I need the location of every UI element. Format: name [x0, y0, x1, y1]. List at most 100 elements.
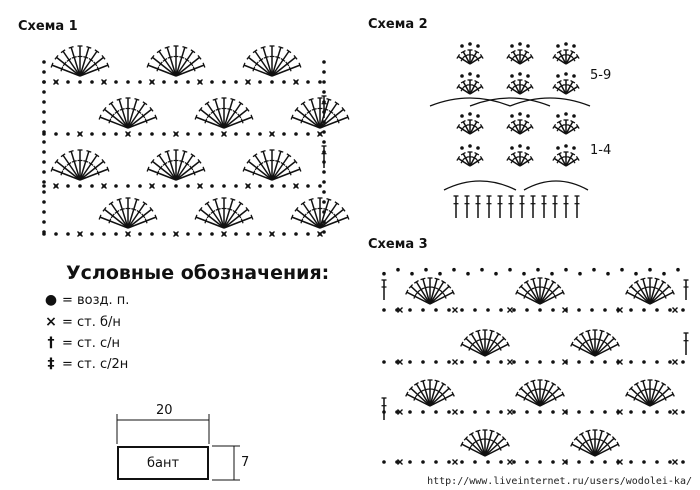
chain-stitch-mark — [162, 132, 166, 136]
double-crochet-mark — [649, 387, 670, 407]
stitch-top — [293, 54, 298, 60]
chain-stitch-mark — [138, 132, 142, 136]
stitch-crossbar — [559, 54, 565, 58]
stitch-crossbar — [167, 56, 173, 59]
stitch-top — [198, 206, 203, 212]
single-crochet-mark — [397, 459, 403, 465]
stitch-crossbar — [300, 118, 304, 124]
double-crochet-mark — [469, 153, 478, 167]
chain-stitch-mark — [668, 410, 672, 414]
double-crochet-mark — [519, 51, 528, 65]
chain-stitch-mark — [460, 74, 464, 78]
double-crochet-mark — [571, 443, 596, 457]
stitch-top — [308, 97, 314, 101]
stitch-top — [146, 62, 150, 68]
stitch-top — [506, 441, 510, 447]
chain-stitch-mark — [258, 132, 262, 136]
stitch-top — [242, 166, 246, 172]
double-crochet-mark — [507, 85, 521, 95]
chain-stitch-mark — [210, 80, 214, 84]
stitch-crossbar — [66, 161, 72, 166]
double-crochet-mark — [565, 51, 574, 65]
stitch-crossbar — [119, 108, 125, 111]
double-crochet-mark — [553, 157, 567, 167]
stitch-crossbar — [237, 113, 242, 119]
stitch-crossbar — [254, 61, 259, 67]
single-crochet-mark — [293, 183, 299, 189]
double-crochet-mark — [127, 116, 157, 129]
stitch-top — [552, 155, 557, 161]
stitch-top — [575, 83, 580, 89]
double-crochet-mark — [271, 56, 296, 77]
chain-stitch-mark — [42, 150, 46, 154]
double-crochet-mark — [118, 99, 129, 129]
chain-stitch-mark — [460, 146, 464, 150]
chain-stitch-mark — [662, 271, 666, 276]
stitch-top — [182, 149, 188, 153]
stitch-top — [230, 197, 236, 201]
stitch-top — [556, 79, 562, 84]
stitch-crossbar — [436, 287, 442, 292]
stitch-top — [456, 155, 461, 161]
stitch-top — [182, 45, 188, 49]
chain-stitch-mark — [460, 360, 464, 364]
stitch-crossbar — [156, 170, 160, 176]
stitch-top — [556, 386, 562, 391]
double-crochet-mark — [594, 333, 610, 357]
double-crochet-mark — [291, 216, 321, 229]
stitch-top — [134, 97, 140, 101]
stitch-top — [434, 277, 440, 281]
chain-stitch-mark — [525, 308, 529, 312]
stitch-top — [101, 158, 106, 164]
stitch-crossbar — [418, 389, 424, 394]
legend-item-chain: ● = возд. п. — [44, 292, 130, 308]
double-crochet-mark — [262, 47, 273, 77]
chain-stitch-mark — [590, 460, 594, 464]
chain-stitch-mark — [424, 267, 428, 272]
stitch-top — [530, 379, 536, 383]
double-crochet-mark — [457, 85, 471, 95]
chain-stitch-mark — [150, 132, 154, 136]
chain-stitch-mark — [408, 460, 412, 464]
stitch-top — [194, 114, 198, 120]
stitch-crossbar — [460, 86, 465, 92]
double-crochet-mark — [319, 102, 338, 129]
stitch-crossbar — [525, 158, 530, 164]
double-crochet-mark — [319, 116, 349, 129]
stitch-top — [290, 114, 294, 120]
chain-stitch-mark — [408, 410, 412, 414]
chain-stitch-mark — [468, 144, 472, 148]
double-crochet-mark — [195, 216, 225, 229]
stitch-crossbar — [252, 66, 256, 72]
double-crochet-mark — [152, 160, 177, 181]
double-crochet-mark — [127, 208, 152, 229]
stitch-top — [405, 289, 409, 295]
scheme-2-label: Схема 2 — [368, 17, 428, 32]
stitch-crossbar — [495, 342, 500, 347]
stitch-crossbar — [311, 108, 317, 111]
stitch-top — [50, 62, 54, 68]
chain-stitch-mark — [396, 267, 400, 272]
chain-stitch-mark — [460, 114, 464, 118]
chain-stitch-mark — [322, 90, 326, 94]
stitch-crossbar — [336, 218, 340, 224]
double-crochet-mark — [469, 121, 478, 135]
stitch-crossbar — [328, 109, 334, 114]
stitch-top — [108, 201, 114, 206]
chain-stitch-mark — [572, 146, 576, 150]
single-crochet-mark — [53, 183, 59, 189]
stitch-top — [474, 79, 480, 84]
chain-stitch-mark — [114, 80, 118, 84]
bow-width-label: 20 — [156, 403, 173, 418]
chain-stitch-mark — [258, 184, 262, 188]
stitch-top — [654, 379, 660, 383]
stitch-top — [506, 155, 511, 161]
stitch-crossbar — [571, 86, 576, 92]
chain-stitch-mark — [438, 271, 442, 276]
double-crochet-mark — [465, 337, 486, 357]
stitch-top — [510, 49, 516, 54]
chain-stitch-mark — [499, 460, 503, 464]
double-crochet-mark — [512, 153, 521, 167]
stitch-top — [474, 119, 480, 124]
stitch-top — [460, 49, 466, 54]
